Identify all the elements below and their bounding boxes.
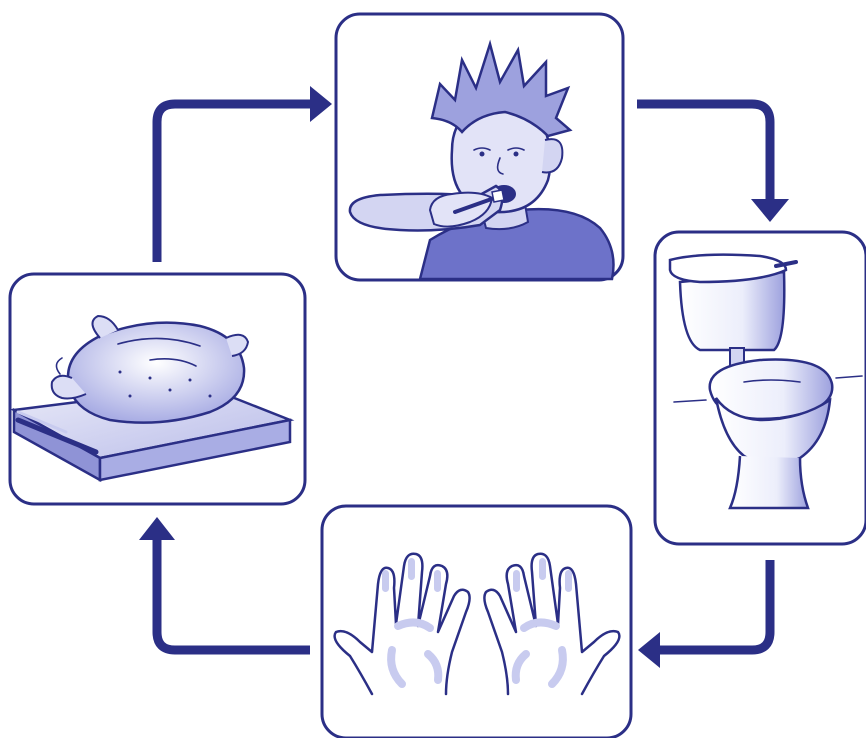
panel-toilet <box>655 232 866 544</box>
arrow-toothbrushing-to-toilet <box>637 104 789 222</box>
arrow-toilet-to-hands <box>638 560 770 668</box>
arrow-chicken-to-toothbrushing <box>157 86 332 262</box>
panel-raw-chicken <box>10 274 305 504</box>
panel-toothbrushing <box>336 14 623 280</box>
panel-hands <box>322 506 631 738</box>
arrow-hands-to-chicken <box>139 517 310 650</box>
